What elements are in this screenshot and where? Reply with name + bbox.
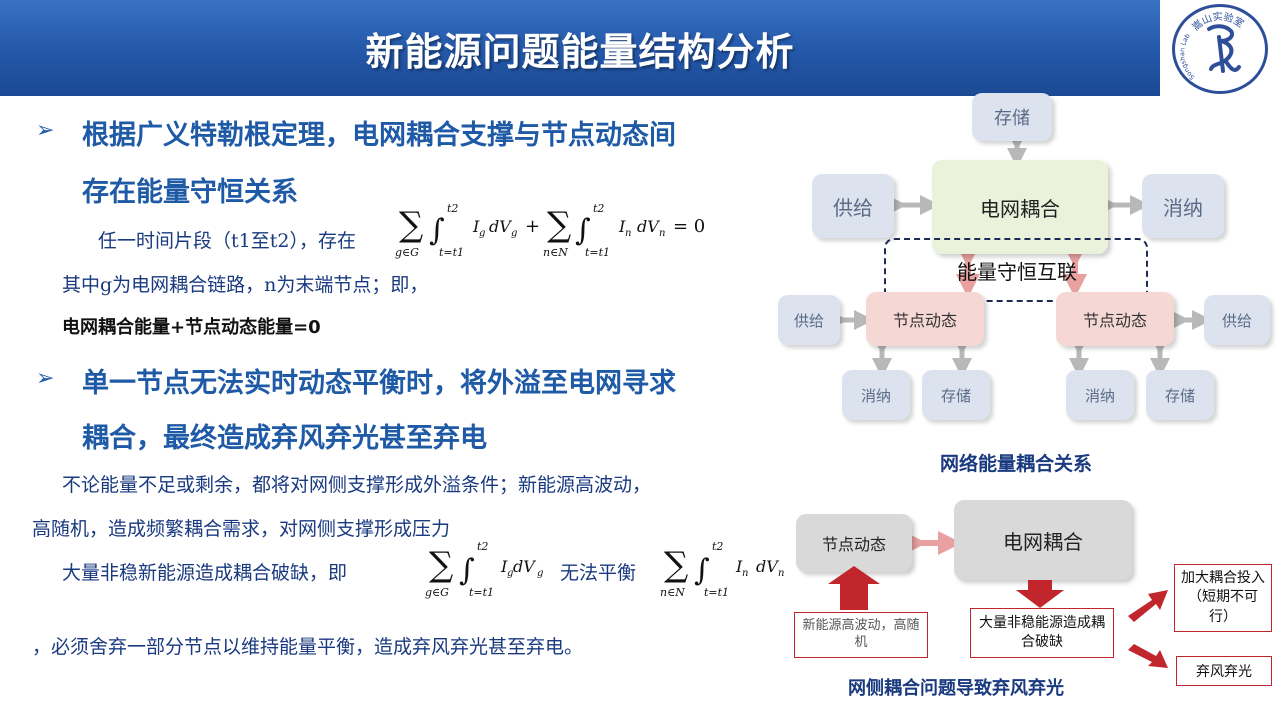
svg-text:dV: dV (489, 217, 512, 236)
svg-text:∫: ∫ (694, 553, 710, 588)
svg-text:t2: t2 (447, 202, 458, 215)
svg-text:g∈G: g∈G (425, 586, 449, 599)
svg-text:+: + (525, 216, 540, 237)
svg-text:t2: t2 (593, 202, 604, 215)
outcome-increase-coupling-box: 加大耦合投入（短期不可行） (1174, 564, 1272, 632)
svg-text:∑: ∑ (664, 545, 688, 585)
svg-text:∫: ∫ (575, 213, 591, 248)
bullet-1-line-1: 根据广义特勒根定理，电网耦合支撑与节点动态间 (82, 120, 676, 151)
svg-text:∫: ∫ (429, 213, 445, 248)
svg-text:I: I (735, 557, 743, 576)
outcome-curtailment-box: 弃风弃光 (1176, 656, 1272, 686)
storage-top-box: 存储 (972, 93, 1052, 141)
svg-text:g: g (479, 228, 485, 239)
svg-text:n: n (778, 568, 784, 579)
svg-text:I: I (472, 217, 480, 236)
svg-text:t2: t2 (477, 540, 488, 553)
svg-text:n∈N: n∈N (543, 246, 568, 259)
paragraph-1-line-1: 不论能量不足或剩余，都将对网侧支撑形成外溢条件；新能源高波动， (62, 474, 652, 496)
page-title: 新能源问题能量结构分析 (365, 29, 795, 74)
paragraph-1-line-2: 高随机，造成频繁耦合需求，对网侧支撑形成压力 (32, 518, 451, 540)
svg-text:∑: ∑ (429, 545, 453, 585)
left-node-dynamic-box: 节点动态 (866, 292, 984, 346)
svg-text:= 0: = 0 (673, 216, 705, 237)
svg-text:t2: t2 (712, 540, 723, 553)
paragraph-3: ，必须舍弃一部分节点以维持能量平衡，造成弃风弃光甚至弃电。 (32, 636, 584, 658)
supply-box: 供给 (812, 174, 894, 238)
paragraph-2-prefix: 大量非稳新能源造成耦合破缺，即 (62, 562, 348, 584)
right-storage-box: 存储 (1146, 370, 1214, 420)
left-storage-box: 存储 (922, 370, 990, 420)
bullet-arrow-icon: ➢ (36, 118, 55, 143)
diagram-1-caption: 网络能量耦合关系 (940, 453, 1093, 475)
left-consume-box: 消纳 (842, 370, 910, 420)
right-consume-box: 消纳 (1066, 370, 1134, 420)
energy-conservation-label: 能量守恒互联 (957, 259, 1077, 284)
left-supply-box: 供给 (778, 295, 840, 345)
up-arrow-icon (828, 566, 880, 610)
formula-intro: 任一时间片段（t1至t2），存在 (98, 230, 356, 252)
cause-volatility-box: 新能源高波动，高随机 (794, 612, 928, 658)
svg-text:t=t1: t=t1 (439, 246, 464, 259)
paragraph-2-middle: 无法平衡 (560, 562, 637, 584)
svg-text:∑: ∑ (547, 205, 571, 245)
right-node-dynamic-box: 节点动态 (1056, 292, 1174, 346)
title-bar (0, 0, 1160, 96)
bullet-arrow-icon: ➢ (36, 366, 55, 391)
bullet-2-line-1: 单一节点无法实时动态平衡时，将外溢至电网寻求 (82, 368, 676, 399)
svg-text:t=t1: t=t1 (585, 246, 610, 259)
laboratory-logo: 嵩山实验室 Songshan Laboratory (1172, 4, 1268, 94)
svg-text:dV: dV (756, 557, 779, 576)
svg-text:I: I (500, 557, 508, 576)
right-supply-box: 供给 (1204, 295, 1270, 345)
down-arrow-icon (1016, 580, 1064, 608)
node-dynamic-box: 节点动态 (796, 514, 912, 572)
svg-text:g: g (511, 228, 517, 239)
svg-text:∫: ∫ (459, 553, 475, 588)
bullet-2-line-2: 耦合，最终造成弃风弃光甚至弃电 (82, 423, 487, 454)
svg-text:n: n (625, 228, 631, 239)
svg-text:n: n (742, 568, 748, 579)
svg-text:t=t1: t=t1 (469, 586, 494, 599)
formula-explanation: 其中g为电网耦合链路，n为末端节点；即， (62, 274, 429, 296)
svg-text:n: n (659, 228, 665, 239)
logo-emblem: 嵩山实验室 Songshan Laboratory (1175, 7, 1247, 81)
bullet-1-line-2: 存在能量守恒关系 (82, 177, 298, 208)
svg-text:t=t1: t=t1 (704, 586, 729, 599)
svg-text:dV: dV (513, 557, 536, 576)
up-right-arrow-icon (1128, 590, 1168, 622)
svg-text:∑: ∑ (399, 205, 423, 245)
svg-text:g: g (537, 568, 543, 579)
svg-text:n∈N: n∈N (660, 586, 685, 599)
svg-text:g: g (507, 568, 513, 579)
svg-text:g∈G: g∈G (395, 246, 419, 259)
svg-text:dV: dV (637, 217, 660, 236)
cause-coupling-break-box: 大量非稳能源造成耦合破缺 (970, 608, 1114, 658)
consume-box: 消纳 (1142, 174, 1224, 238)
svg-text:嵩山实验室: 嵩山实验室 (1190, 10, 1247, 33)
grid-coupling-box-2: 电网耦合 (954, 500, 1132, 580)
diagram-2-caption: 网侧耦合问题导致弃风弃光 (848, 678, 1064, 699)
energy-equation: 电网耦合能量+节点动态能量=0 (62, 317, 321, 338)
svg-text:Songshan Laboratory: Songshan Laboratory (1175, 7, 1196, 81)
energy-conservation-frame (884, 238, 1148, 302)
svg-text:I: I (618, 217, 626, 236)
down-right-arrow-icon (1128, 644, 1168, 668)
